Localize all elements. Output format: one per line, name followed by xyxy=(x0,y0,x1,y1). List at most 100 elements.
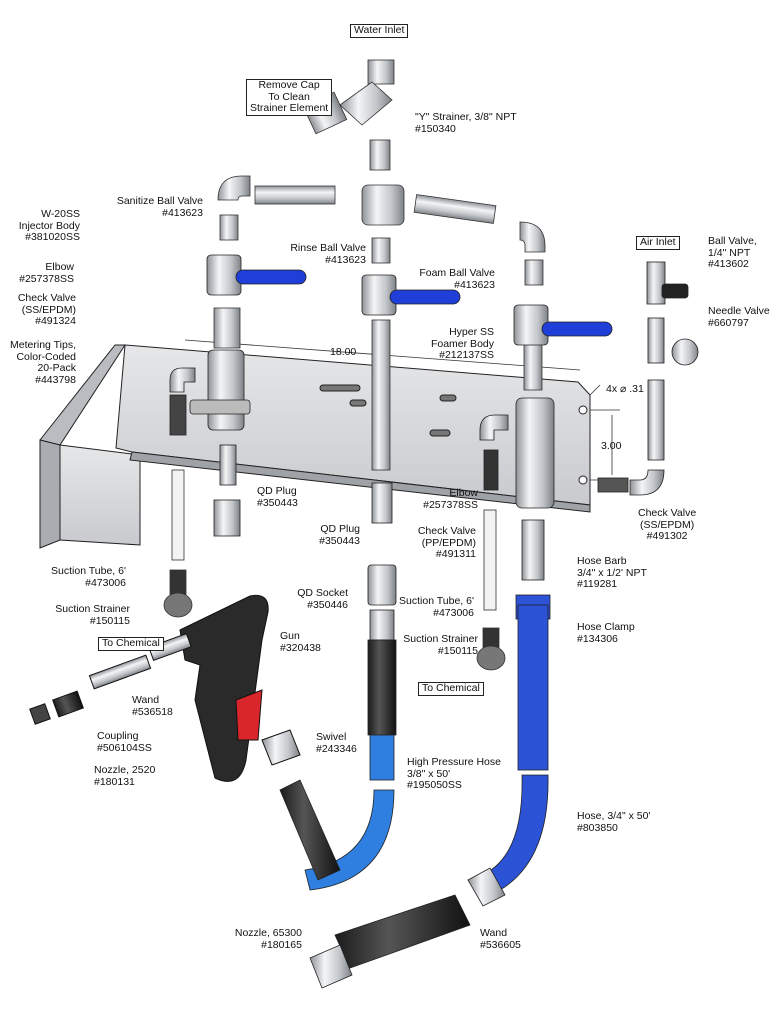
nozzle-65300-number: #180165 xyxy=(261,938,302,951)
nozzle-2520-number: #180131 xyxy=(94,775,135,788)
hp-hose-name: High Pressure Hose xyxy=(407,756,501,768)
injector-model: W-20SS xyxy=(41,208,80,220)
wand-small-name: Wand xyxy=(132,694,160,706)
air-ball-valve-name: Ball Valve, xyxy=(708,235,757,247)
foamer-body-number: #212137SS xyxy=(439,349,494,361)
wand-large-number: #536605 xyxy=(480,938,521,951)
check-valve-center-material: (PP/EPDM) xyxy=(421,536,476,549)
swivel-name: Swivel xyxy=(316,731,347,743)
label-hose-34: Hose, 3/4" x 50' #803850 xyxy=(577,810,651,834)
suction-strainer-left-name: Suction Strainer xyxy=(55,603,130,615)
label-suction-tube-left: Suction Tube, 6' #473006 xyxy=(40,565,126,589)
qd-plug-center-number: #350443 xyxy=(319,534,360,547)
foamer-body-name: Foamer Body xyxy=(430,337,494,350)
elbow-right-number: #257378SS xyxy=(423,498,478,511)
air-inlet-assembly xyxy=(597,261,699,496)
label-foam-valve: Foam Ball Valve #413623 xyxy=(405,267,495,291)
gun-name: Gun xyxy=(280,630,300,642)
hose-34-name: Hose, 3/4" x 50' xyxy=(577,810,651,822)
check-valve-right-name: Check Valve xyxy=(638,507,697,519)
y-strainer-name: "Y" Strainer, 3/8" NPT xyxy=(415,111,517,123)
garden-hose xyxy=(309,519,551,989)
elbow-left-number: #257378SS xyxy=(19,272,74,285)
label-swivel: Swivel #243346 xyxy=(316,731,357,755)
label-hp-hose: High Pressure Hose 3/8" x 50' #195050SS xyxy=(407,756,501,792)
label-suction-tube-right: Suction Tube, 6' #473006 xyxy=(390,595,474,619)
label-wand-small: Wand #536518 xyxy=(132,694,173,718)
suction-tube-right-name: Suction Tube, 6' xyxy=(399,595,474,607)
elbow-left-name: Elbow xyxy=(45,261,74,273)
metering-tips-pack: 20-Pack xyxy=(37,362,76,374)
remove-cap-line-1: Remove Cap xyxy=(258,79,320,91)
needle-valve-name: Needle Valve xyxy=(708,305,770,317)
label-elbow-left: Elbow #257378SS xyxy=(10,261,74,285)
qd-plug-left-name: QD Plug xyxy=(257,485,297,497)
check-valve-left-material: (SS/EPDM) xyxy=(21,303,76,316)
suction-tube-left-name: Suction Tube, 6' xyxy=(51,565,126,577)
label-nozzle-65300: Nozzle, 65300 #180165 xyxy=(230,927,302,951)
label-metering-tips: Metering Tips, Color-Coded 20-Pack #4437… xyxy=(6,339,76,386)
label-qd-plug-center: QD Plug #350443 xyxy=(298,523,360,547)
label-injector-body: W-20SS Injector Body #381020SS xyxy=(10,208,80,244)
suction-tube-left-number: #473006 xyxy=(85,576,126,589)
suction-tube-right-number: #473006 xyxy=(433,606,474,619)
label-coupling: Coupling #506104SS xyxy=(97,730,152,754)
nozzle-2520-name: Nozzle, 2520 xyxy=(94,764,156,776)
label-wand-large: Wand #536605 xyxy=(480,927,521,951)
label-gun: Gun #320438 xyxy=(280,630,321,654)
rinse-valve-name: Rinse Ball Valve xyxy=(290,242,366,254)
remove-cap-line-3: Strainer Element xyxy=(250,102,329,114)
check-valve-center-name: Check Valve xyxy=(417,525,476,537)
label-foamer-body: Hyper SS Foamer Body #212137SS xyxy=(420,326,494,362)
hp-hose-number: #195050SS xyxy=(407,779,462,791)
qd-plug-center-name: QD Plug xyxy=(320,523,360,535)
injector-name: Injector Body xyxy=(18,219,80,232)
check-valve-left-name: Check Valve xyxy=(17,292,76,304)
injector-number: #381020SS xyxy=(25,231,80,243)
hose-34-number: #803850 xyxy=(577,821,618,834)
y-strainer-number: #150340 xyxy=(415,122,456,135)
label-qd-plug-left: QD Plug #350443 xyxy=(257,485,298,509)
check-valve-right-number: #491302 xyxy=(646,530,688,542)
hose-clamp-name: Hose Clamp xyxy=(577,621,635,633)
label-hose-barb: Hose Barb 3/4" x 1/2' NPT #119281 xyxy=(577,555,647,591)
injector-and-foamer-bodies xyxy=(169,349,555,537)
qd-socket-name: QD Socket xyxy=(297,587,348,599)
metering-tips-name: Metering Tips, xyxy=(10,339,76,351)
metering-tips-desc: Color-Coded xyxy=(16,350,76,363)
label-air-ball-valve: Ball Valve, 1/4" NPT #413602 xyxy=(708,235,757,271)
remove-cap-line-2: To Clean xyxy=(268,90,310,103)
qd-socket-number: #350446 xyxy=(307,598,348,611)
air-ball-valve-number: #413602 xyxy=(708,258,749,270)
foam-valve-number: #413623 xyxy=(454,278,495,291)
dimension-width: 18.00 xyxy=(330,346,357,358)
to-chemical-left-label: To Chemical xyxy=(98,637,164,651)
hose-barb-name: Hose Barb xyxy=(577,555,627,567)
swivel-number: #243346 xyxy=(316,742,357,755)
label-rinse-valve: Rinse Ball Valve #413623 xyxy=(260,242,366,266)
mounting-bracket xyxy=(39,344,591,549)
label-nozzle-2520: Nozzle, 2520 #180131 xyxy=(94,764,156,788)
label-hose-clamp: Hose Clamp #134306 xyxy=(577,621,635,645)
gun-number: #320438 xyxy=(280,641,321,654)
suction-tubes xyxy=(163,469,506,671)
label-needle-valve: Needle Valve #660797 xyxy=(708,305,770,329)
label-suction-strainer-left: Suction Strainer #150115 xyxy=(40,603,130,627)
dimension-height: 3.00 xyxy=(601,440,622,452)
sanitize-valve-number: #413623 xyxy=(162,206,203,219)
ball-valves xyxy=(206,254,613,346)
needle-valve-number: #660797 xyxy=(708,316,749,329)
remove-cap-note: Remove Cap To Clean Strainer Element xyxy=(246,79,333,116)
water-inlet-label: Water Inlet xyxy=(350,24,409,38)
check-valve-right-material: (SS/EPDM) xyxy=(639,518,695,531)
dimension-holes: 4x ⌀ .31 xyxy=(606,383,644,395)
suction-strainer-left-number: #150115 xyxy=(89,614,130,627)
rinse-valve-number: #413623 xyxy=(325,253,366,266)
foamer-body-model: Hyper SS xyxy=(449,326,494,338)
coupling-name: Coupling xyxy=(97,730,139,742)
check-valve-left-number: #491324 xyxy=(35,315,76,327)
suction-strainer-right-number: #150115 xyxy=(437,644,478,657)
hose-barb-number: #119281 xyxy=(577,578,618,590)
